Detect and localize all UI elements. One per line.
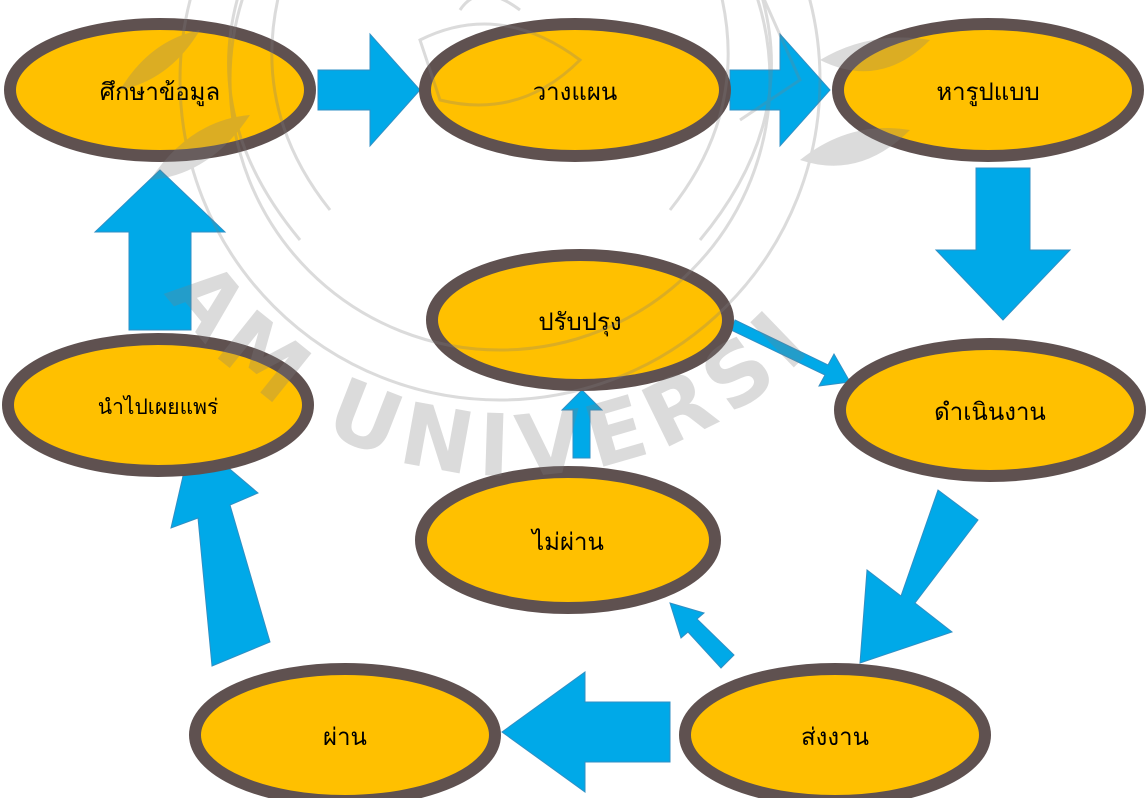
node-plan-label: วางแผน xyxy=(533,78,618,106)
node-fail-label: ไม่ผ่าน xyxy=(530,528,604,556)
arrow-plan-to-design xyxy=(729,32,831,148)
node-plan: วางแผน xyxy=(419,18,731,162)
arrow-submit-to-pass xyxy=(501,671,671,793)
node-design-label: หารูปแบบ xyxy=(936,78,1039,107)
node-study: ศึกษาข้อมูล xyxy=(4,18,316,162)
arrow-design-to-operate xyxy=(934,167,1072,321)
node-pass: ผ่าน xyxy=(189,663,501,798)
node-submit: ส่งงาน xyxy=(679,663,991,798)
node-operate-label: ดำเนินงาน xyxy=(934,398,1046,426)
node-study-label: ศึกษาข้อมูล xyxy=(100,78,220,107)
arrow-improve-to-operate xyxy=(730,319,851,387)
node-improve-label: ปรับปรุง xyxy=(538,308,621,337)
node-operate: ดำเนินงาน xyxy=(834,338,1146,482)
node-submit-label: ส่งงาน xyxy=(801,723,869,751)
arrow-fail-to-improve xyxy=(560,389,604,459)
node-publish: นำไปเผยแพร่ xyxy=(2,333,314,477)
arrow-publish-to-study xyxy=(93,169,227,331)
node-publish-label: นำไปเผยแพร่ xyxy=(98,395,218,419)
node-fail: ไม่ผ่าน xyxy=(415,466,721,614)
node-design: หารูปแบบ xyxy=(832,18,1144,162)
node-improve: ปรับปรุง xyxy=(426,249,734,391)
node-pass-label: ผ่าน xyxy=(323,723,367,751)
nodes: ศึกษาข้อมูล วางแผน หารูปแบบ ปรับปรุง ดำเ… xyxy=(2,18,1146,798)
arrow-operate-to-submit xyxy=(859,489,979,664)
arrow-submit-to-fail xyxy=(669,602,735,669)
arrow-study-to-plan xyxy=(317,32,421,148)
